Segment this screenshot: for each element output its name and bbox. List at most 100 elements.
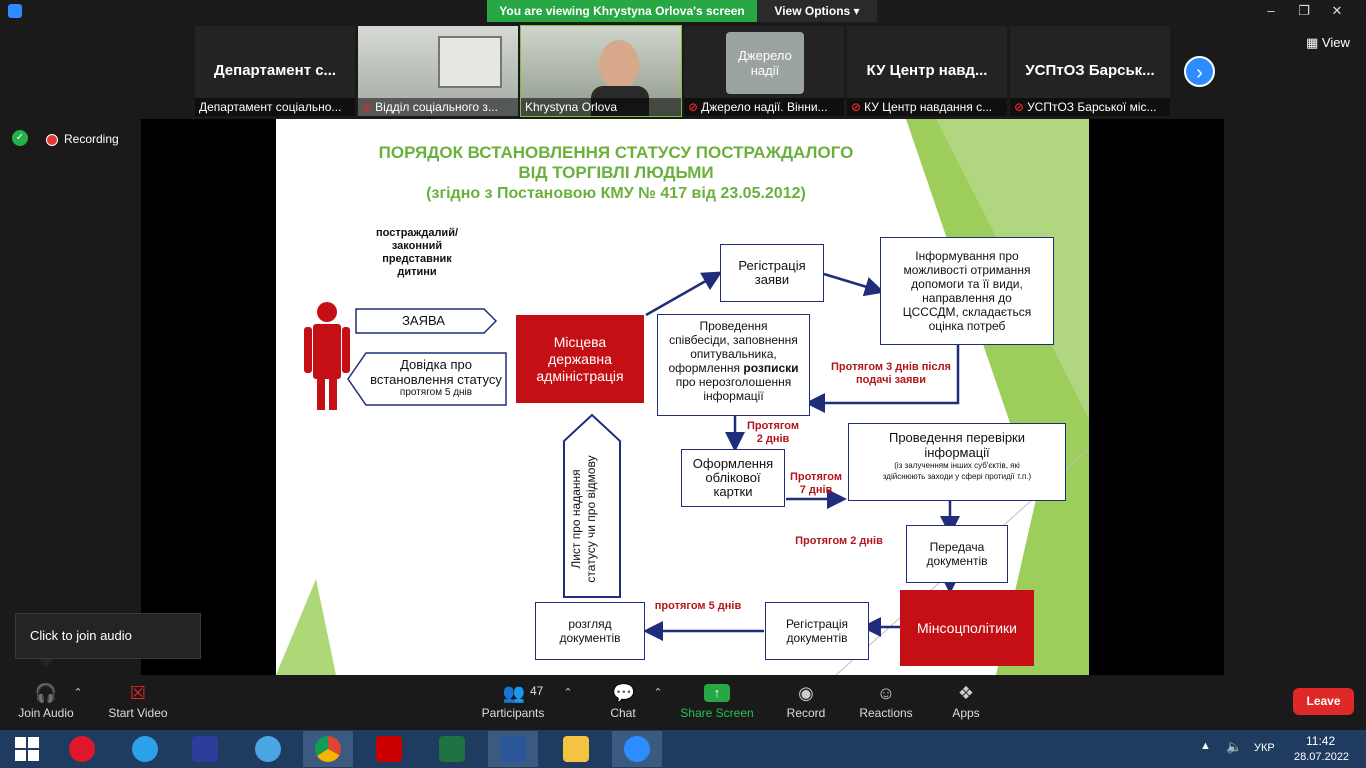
reyestraciya-dokumentiv-box: Регістрація документів	[765, 602, 869, 660]
organization-logo: Джерело надії	[726, 32, 804, 94]
participant-label: Khrystyna Orlova	[521, 98, 681, 116]
provedennya-spivbesidy-box: Проведення співбесіди, заповнення опитув…	[657, 314, 810, 416]
informuvannya-box: Інформування про можливості отримання до…	[880, 237, 1054, 345]
folder-icon	[563, 736, 589, 762]
zoom-icon	[624, 736, 650, 762]
security-shield-icon[interactable]: ✓	[12, 130, 28, 146]
participant-tile[interactable]: КУ Центр навд... ⊘КУ Центр навдання с...	[847, 26, 1007, 116]
person-figure	[304, 302, 350, 410]
floppy-icon	[192, 736, 218, 762]
speaker-face	[599, 40, 639, 90]
volume-icon[interactable]: 🔈	[1226, 739, 1243, 754]
victim-label: постраждалий/ законний представник дитин…	[375, 227, 459, 278]
globe-icon	[255, 736, 281, 762]
taskbar-explorer[interactable]	[551, 731, 601, 767]
taskbar-app[interactable]	[243, 731, 293, 767]
presentation-slide: ПОРЯДОК ВСТАНОВЛЕННЯ СТАТУСУ ПОСТРАЖДАЛО…	[276, 119, 1089, 675]
headphones-icon[interactable]: 🎧	[34, 683, 58, 703]
participant-tile[interactable]: Департамент с... Департамент соціально..…	[195, 26, 355, 116]
rozglyad-box: розгляд документів	[535, 602, 645, 660]
grid-icon: ▦	[1306, 35, 1319, 50]
perevirka-box: Проведення перевірки інформації (із залу…	[848, 423, 1066, 501]
mic-muted-icon: ⊘	[851, 100, 862, 114]
participant-tile[interactable]: Джерело надії ⊘Джерело надії. Вінни...	[684, 26, 844, 116]
chat-icon[interactable]: 💬	[612, 683, 636, 703]
taskbar-opera[interactable]	[57, 731, 107, 767]
record-button[interactable]: Record	[786, 706, 826, 720]
chevron-right-icon: ›	[1196, 62, 1203, 84]
participants-count: 47	[530, 684, 544, 698]
word-icon	[500, 736, 526, 762]
language-indicator[interactable]: УКР	[1254, 742, 1275, 754]
chevron-down-icon: ▾	[853, 4, 860, 18]
participant-tile[interactable]: УСПтОЗ Барськ... ⊘УСПтОЗ Барської міс...	[1010, 26, 1170, 116]
participant-label: ⊘УСПтОЗ Барської міс...	[1010, 98, 1170, 116]
chevron-up-icon[interactable]: ⌃	[73, 687, 83, 699]
taskbar-zoom[interactable]	[612, 731, 662, 767]
participant-label: ⊘Відділ соціального з...	[358, 98, 518, 116]
taskbar-save[interactable]	[180, 731, 230, 767]
join-audio-tooltip[interactable]: Click to join audio	[15, 613, 201, 659]
gallery-next-page-button[interactable]: ›	[1184, 56, 1215, 87]
participant-tile[interactable]: ⊘Відділ соціального з...	[358, 26, 518, 116]
reactions-icon[interactable]: ☺	[876, 683, 896, 703]
internet-explorer-icon	[132, 736, 158, 762]
recording-label: Recording	[64, 132, 119, 146]
video-off-icon[interactable]: ☒	[129, 683, 147, 703]
view-options-button[interactable]: View Options ▾	[757, 0, 877, 22]
chevron-up-icon[interactable]: ⌃	[653, 687, 663, 699]
close-button[interactable]: ✕	[1331, 3, 1343, 18]
clock-time[interactable]: 11:42	[1306, 734, 1336, 748]
chevron-up-icon[interactable]: ⌃	[563, 687, 573, 699]
meeting-toolbar	[0, 675, 1366, 730]
record-icon[interactable]: ◉	[798, 683, 814, 703]
recording-dot-icon	[46, 134, 58, 146]
participant-name: Департамент с...	[213, 62, 337, 79]
opera-icon	[69, 736, 95, 762]
taskbar-word[interactable]	[488, 731, 538, 767]
leave-button[interactable]: Leave	[1293, 688, 1354, 715]
zayava-label: ЗАЯВА	[402, 313, 445, 328]
wall-poster	[438, 36, 502, 88]
tray-chevron-icon[interactable]: ▲	[1200, 740, 1211, 752]
taskbar-acrobat[interactable]	[364, 731, 414, 767]
term-3-days: Протягом 3 днів після подачі заяви	[831, 361, 951, 386]
slide-title-line1: ПОРЯДОК ВСТАНОВЛЕННЯ СТАТУСУ ПОСТРАЖДАЛО…	[378, 143, 854, 162]
participants-button[interactable]: Participants	[481, 706, 545, 720]
minsoc-box: Мінсоцполітики	[900, 590, 1034, 666]
start-video-button[interactable]: Start Video	[108, 706, 168, 720]
start-button[interactable]	[2, 731, 52, 767]
taskbar-excel[interactable]	[427, 731, 477, 767]
oblikova-kartka-box: Оформлення облікової картки	[681, 449, 785, 507]
term-2-days-b: Протягом 2 днів	[795, 535, 883, 547]
reactions-button[interactable]: Reactions	[859, 706, 913, 720]
join-audio-button[interactable]: Join Audio	[18, 706, 74, 720]
participant-label: ⊘Джерело надії. Вінни...	[684, 98, 844, 116]
apps-button[interactable]: Apps	[952, 706, 980, 720]
share-screen-icon[interactable]: ↑	[704, 684, 730, 702]
participant-label: ⊘КУ Центр навдання с...	[847, 98, 1007, 116]
participant-name: КУ Центр навд...	[866, 62, 988, 79]
sharing-banner: You are viewing Khrystyna Orlova's scree…	[487, 0, 757, 22]
maximize-button[interactable]: ❐	[1298, 3, 1310, 18]
term-5-days: протягом 5 днів	[654, 600, 742, 612]
view-button[interactable]: ▦ View	[1306, 35, 1350, 51]
reyestraciya-zayavy-box: Регістрація заяви	[720, 244, 824, 302]
lyst-label: Лист про надання статусу чи про відмову	[569, 455, 598, 583]
share-screen-button[interactable]: Share Screen	[680, 706, 754, 720]
apps-icon[interactable]: ❖	[957, 683, 975, 703]
minimize-button[interactable]: –	[1267, 3, 1275, 18]
participant-tile-active-speaker[interactable]: Khrystyna Orlova	[520, 25, 682, 117]
misceva-admin-box: Місцева державна адміністрація	[516, 315, 644, 403]
clock-date[interactable]: 28.07.2022	[1294, 751, 1350, 763]
slide-title-line3: (згідно з Постановою КМУ № 417 від 23.05…	[426, 185, 806, 202]
term-2-days-a: Протягом 2 днів	[746, 420, 800, 445]
participants-icon[interactable]: 👥	[502, 683, 526, 703]
tooltip-tail	[38, 659, 54, 667]
peredacha-box: Передача документів	[906, 525, 1008, 583]
taskbar-chrome[interactable]	[303, 731, 353, 767]
dovidka-label: Довідка про встановлення статусу	[370, 357, 502, 387]
chat-button[interactable]: Chat	[610, 706, 636, 720]
chrome-icon	[315, 736, 341, 762]
taskbar-ie[interactable]	[120, 731, 170, 767]
